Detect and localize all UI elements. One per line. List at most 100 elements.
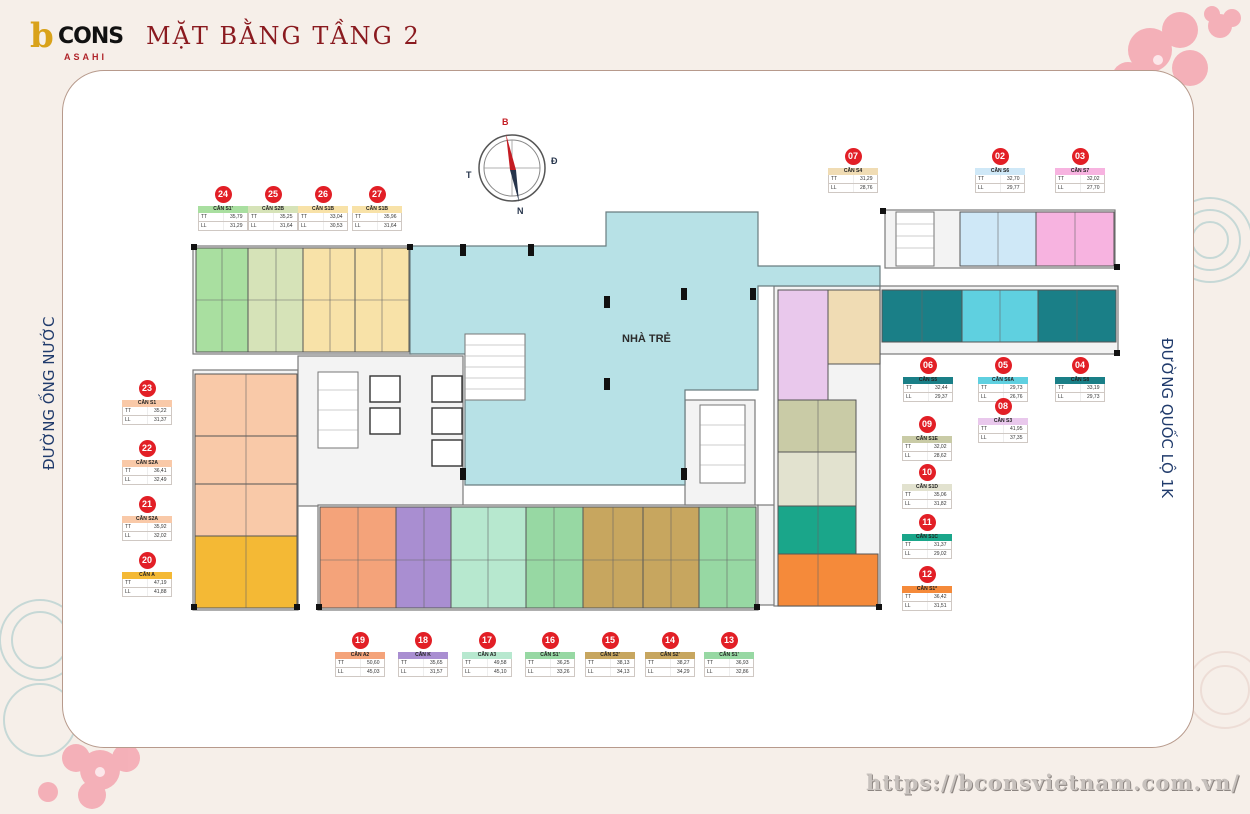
header: b CONS ASAHI MẶT BẰNG TẦNG 2 [0,0,1250,66]
footer-url[interactable]: https://bconsvietnam.com.vn/ [866,770,1240,795]
unit-name: CĂN S2A [122,460,172,467]
unit-name: CĂN S4 [828,168,878,175]
unit-number: 07 [844,148,862,165]
street-left-label: ĐƯỜNG ỐNG NƯỚC [40,316,58,470]
unit-number: 11 [918,514,936,531]
unit-17 [450,506,527,609]
unit-name: CĂN S2' [585,652,635,659]
unit-09 [777,399,857,453]
unit-name: CĂN S1B [352,206,402,213]
unit-name: CĂN A [122,572,172,579]
unit-number: 15 [601,632,619,649]
unit-number: 23 [138,380,156,397]
unit-name: CĂN S5 [903,377,953,384]
logo-subtext: ASAHI [64,52,108,62]
unit-number: 22 [138,440,156,457]
unit-name: CĂN S2' [645,652,695,659]
bcons-logo[interactable]: b CONS ASAHI [30,14,130,64]
unit-name: CĂN K [398,652,448,659]
unit-number: 27 [368,186,386,203]
unit-name: CĂN A2 [335,652,385,659]
unit-name: CĂN S1' [704,652,754,659]
unit-number: 02 [991,148,1009,165]
unit-13 [698,506,757,609]
unit-number: 25 [264,186,282,203]
unit-number: 10 [918,464,936,481]
compass-north: B [502,117,509,127]
unit-name: CĂN S6A [978,377,1028,384]
unit-name: CĂN S7 [1055,168,1105,175]
unit-name: CĂN S1 [122,400,172,407]
unit-name: CĂN S8 [1055,377,1105,384]
unit-number: 20 [138,552,156,569]
logo-text: CONS [58,24,124,49]
unit-name: CĂN S6 [975,168,1025,175]
unit-name: CĂN S1' [525,652,575,659]
unit-number: 13 [720,632,738,649]
unit-number: 26 [314,186,332,203]
unit-name: CĂN S3 [978,418,1028,425]
unit-number: 04 [1071,357,1089,374]
